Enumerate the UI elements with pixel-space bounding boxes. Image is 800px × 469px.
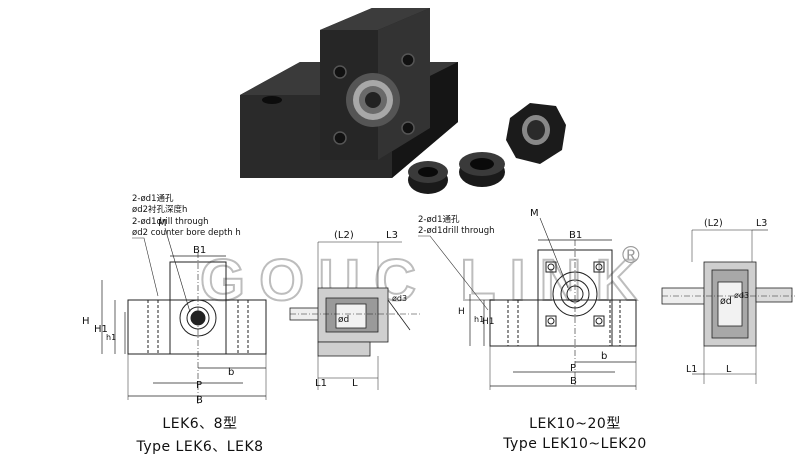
- note-left-1: 2-ød1通孔: [132, 193, 174, 204]
- label-h1-left: H1: [94, 324, 108, 335]
- caption-right: LEK10~20型 Type LEK10~LEK20: [480, 413, 670, 452]
- side-view-lek10-20: [661, 229, 795, 384]
- front-view-lek10-20: [469, 217, 637, 390]
- note-left-3: 2-ød1drill through: [132, 217, 209, 227]
- front-view-lek10-20-labels: M B1 H h1 H1 b P B: [458, 208, 607, 387]
- label-d-right: ød: [720, 296, 732, 307]
- caption-left-cn: LEK6、8型: [162, 416, 238, 432]
- watermark-mark: ®: [622, 242, 640, 269]
- label-p-left: P: [196, 380, 202, 391]
- caption-right-cn: LEK10~20型: [529, 416, 621, 432]
- side-view-lek10-20-labels: (L2) L3 ød ød3 L1 L: [686, 218, 767, 375]
- label-m-right: M: [530, 208, 539, 219]
- label-bb-right: B: [570, 376, 577, 387]
- label-d3-left: ød3: [392, 294, 407, 303]
- label-d3-right: ød3: [734, 291, 749, 300]
- label-bb-left: B: [196, 395, 203, 406]
- caption-left-en: Type LEK6、LEK8: [136, 439, 264, 455]
- note-left-4: ød2 counter bore depth h: [132, 228, 241, 238]
- label-p-right: P: [570, 363, 576, 374]
- notes-left: 2-ød1通孔 ød2衬孔深度h 2-ød1drill through ød2 …: [132, 193, 241, 238]
- label-b-left: b: [228, 367, 234, 378]
- label-b1-left: B1: [193, 245, 206, 256]
- label-l-right: L: [726, 364, 732, 375]
- label-l2-left: (L2): [334, 230, 354, 241]
- label-h1-right: H1: [482, 317, 495, 327]
- front-view-lek6-8-labels: M B1 H H1 h1 b P B: [82, 218, 234, 406]
- label-h1-small-left: h1: [106, 333, 116, 342]
- label-l3-right: L3: [756, 218, 767, 229]
- caption-left: LEK6、8型 Type LEK6、LEK8: [120, 413, 280, 456]
- side-view-lek6-8-labels: (L2) L3 ød ød3 L1 L: [315, 230, 407, 389]
- label-l2-right: (L2): [704, 218, 723, 229]
- label-l1-right: L1: [686, 364, 697, 375]
- label-h-right: H: [458, 307, 465, 317]
- label-h-left: H: [82, 316, 90, 327]
- front-view-lek6-8: [101, 227, 267, 405]
- product-photo: [240, 8, 566, 194]
- caption-right-en: Type LEK10~LEK20: [503, 436, 647, 452]
- label-h1-small-right: h1: [474, 315, 484, 324]
- label-l1-left: L1: [315, 378, 327, 389]
- watermark-text: GOUC LINK: [200, 248, 651, 313]
- label-m-left: M: [158, 218, 167, 229]
- label-b-right: b: [601, 351, 607, 362]
- note-right-1: 2-ød1通孔: [418, 214, 460, 225]
- notes-right: 2-ød1通孔 2-ød1drill through: [418, 214, 495, 236]
- label-l3-left: L3: [386, 230, 398, 241]
- label-d-left: ød: [338, 315, 349, 325]
- note-left-2: ød2衬孔深度h: [132, 204, 187, 215]
- note-right-2: 2-ød1drill through: [418, 226, 495, 236]
- label-l-left: L: [352, 378, 358, 389]
- label-b1-right: B1: [569, 230, 582, 241]
- side-view-lek6-8: [289, 241, 420, 390]
